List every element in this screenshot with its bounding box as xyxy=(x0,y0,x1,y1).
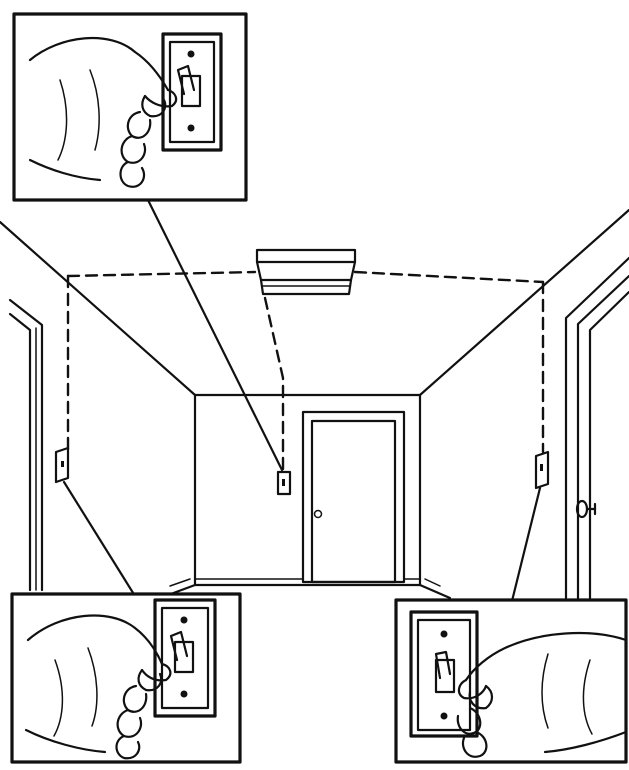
left-wall-switch-icon xyxy=(56,448,68,482)
right-doorway xyxy=(566,258,629,598)
ceiling-light-fixture-icon xyxy=(257,250,355,294)
back-wall-switch-icon xyxy=(278,472,290,494)
floor-edge-right xyxy=(420,585,450,598)
back-door-icon xyxy=(303,412,404,582)
wiring-dashed xyxy=(68,272,543,472)
hallway-room xyxy=(0,210,629,598)
doorknob-icon xyxy=(315,511,322,518)
back-wall xyxy=(195,395,420,585)
inset-left-switch xyxy=(12,594,240,762)
baseboard-right xyxy=(425,579,440,586)
ceiling-edge-right xyxy=(420,210,629,395)
left-doorway xyxy=(10,300,42,590)
right-wall-switch-icon xyxy=(536,452,548,488)
doorknob-icon xyxy=(577,501,595,517)
inset-back-switch xyxy=(14,14,246,200)
inset-right-switch xyxy=(396,600,626,762)
baseboard-left xyxy=(170,579,190,586)
